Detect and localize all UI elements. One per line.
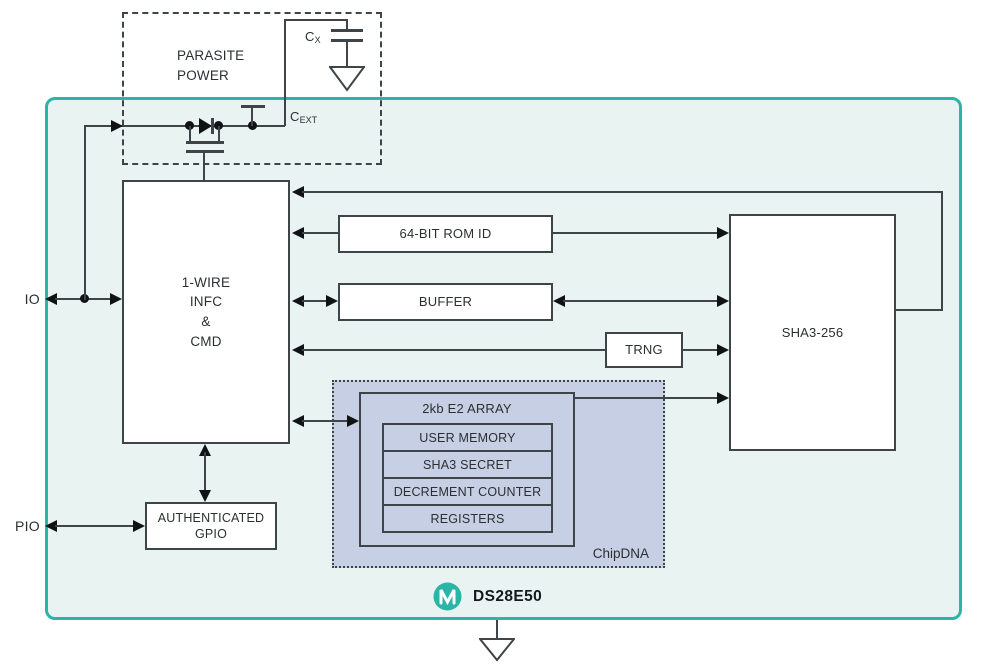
row-user-memory: USER MEMORY bbox=[382, 423, 553, 452]
rom-wire-right bbox=[553, 232, 719, 234]
cx-capacitor-icon bbox=[331, 39, 363, 42]
arrowhead bbox=[199, 444, 211, 456]
rom-id-block: 64-BIT ROM ID bbox=[338, 215, 553, 253]
mosfet-gate-lead bbox=[203, 152, 205, 181]
ground-icon bbox=[479, 638, 515, 662]
maxim-logo-icon bbox=[433, 582, 462, 611]
pio-wire bbox=[55, 525, 135, 527]
arrowhead bbox=[110, 293, 122, 305]
sha3-block: SHA3-256 bbox=[729, 214, 896, 451]
buffer-block: BUFFER bbox=[338, 283, 553, 321]
cext-pin-stem bbox=[251, 107, 253, 126]
gnd-lead bbox=[496, 620, 498, 639]
sha3-feedback-wire bbox=[896, 309, 943, 311]
diode-cathode-bar bbox=[211, 118, 214, 134]
one-wire-block: 1-WIRE INFC & CMD bbox=[122, 180, 290, 444]
parasite-power-label: PARASITE POWER bbox=[177, 48, 245, 84]
arrowhead bbox=[717, 295, 729, 307]
row-sha3-secret: SHA3 SECRET bbox=[382, 450, 553, 479]
rom-wire-left bbox=[302, 232, 338, 234]
arrowhead bbox=[553, 295, 565, 307]
cext-pin-icon bbox=[241, 105, 265, 108]
io-pin-label: IO bbox=[24, 291, 40, 307]
sha3-feedback-wire bbox=[941, 191, 943, 311]
arrowhead bbox=[347, 415, 359, 427]
part-number: DS28E50 bbox=[473, 588, 543, 605]
cext-base: C bbox=[290, 109, 300, 124]
arrowhead bbox=[45, 520, 57, 532]
diode-icon bbox=[199, 118, 212, 134]
buffer-wire-left bbox=[302, 300, 330, 302]
e2-array-rows: USER MEMORY SHA3 SECRET DECREMENT COUNTE… bbox=[382, 423, 553, 533]
cx-label: CX bbox=[305, 29, 321, 45]
cx-gnd-lead bbox=[346, 41, 348, 68]
e2-sha3-wire bbox=[575, 397, 719, 399]
row-decrement-counter: DECREMENT COUNTER bbox=[382, 477, 553, 506]
arrowhead bbox=[292, 186, 304, 198]
mosfet-icon bbox=[189, 126, 191, 143]
arrowhead bbox=[199, 490, 211, 502]
arrowhead bbox=[717, 344, 729, 356]
e2-wire bbox=[302, 420, 349, 422]
cext-sub: EXT bbox=[299, 115, 318, 125]
arrowhead bbox=[45, 293, 57, 305]
arrowhead bbox=[292, 227, 304, 239]
cx-top-wire bbox=[284, 19, 348, 21]
arrowhead bbox=[326, 295, 338, 307]
gpio-wire bbox=[204, 452, 206, 496]
gpio-block: AUTHENTICATED GPIO bbox=[145, 502, 277, 550]
arrowhead bbox=[717, 392, 729, 404]
pio-pin-label: PIO bbox=[14, 518, 40, 534]
junction-dot bbox=[185, 121, 194, 130]
parasite-power-box bbox=[122, 12, 382, 165]
cx-capacitor-icon bbox=[331, 29, 363, 32]
arrowhead bbox=[292, 415, 304, 427]
e2-array-title: 2kb E2 ARRAY bbox=[422, 401, 512, 416]
row-registers: REGISTERS bbox=[382, 504, 553, 533]
cx-lead bbox=[346, 19, 348, 30]
io-riser-wire bbox=[84, 125, 86, 300]
cx-sub: X bbox=[314, 35, 321, 45]
arrowhead bbox=[292, 344, 304, 356]
sha3-feedback-wire bbox=[302, 191, 943, 193]
trng-wire-right bbox=[683, 349, 719, 351]
ground-icon bbox=[329, 66, 365, 92]
arrowhead bbox=[111, 120, 123, 132]
arrowhead bbox=[292, 295, 304, 307]
chipdna-label: ChipDNA bbox=[592, 546, 649, 561]
cx-riser-wire bbox=[284, 19, 286, 126]
trng-block: TRNG bbox=[605, 332, 683, 368]
junction-dot bbox=[214, 121, 223, 130]
cext-label: CEXT bbox=[290, 109, 317, 125]
trng-wire-left bbox=[302, 349, 605, 351]
arrowhead bbox=[717, 227, 729, 239]
cx-base: C bbox=[305, 29, 315, 44]
mosfet-icon bbox=[218, 126, 220, 143]
mosfet-gate bbox=[186, 150, 224, 153]
arrowhead bbox=[133, 520, 145, 532]
mosfet-channel bbox=[186, 141, 224, 144]
buffer-wire-right bbox=[563, 300, 719, 302]
